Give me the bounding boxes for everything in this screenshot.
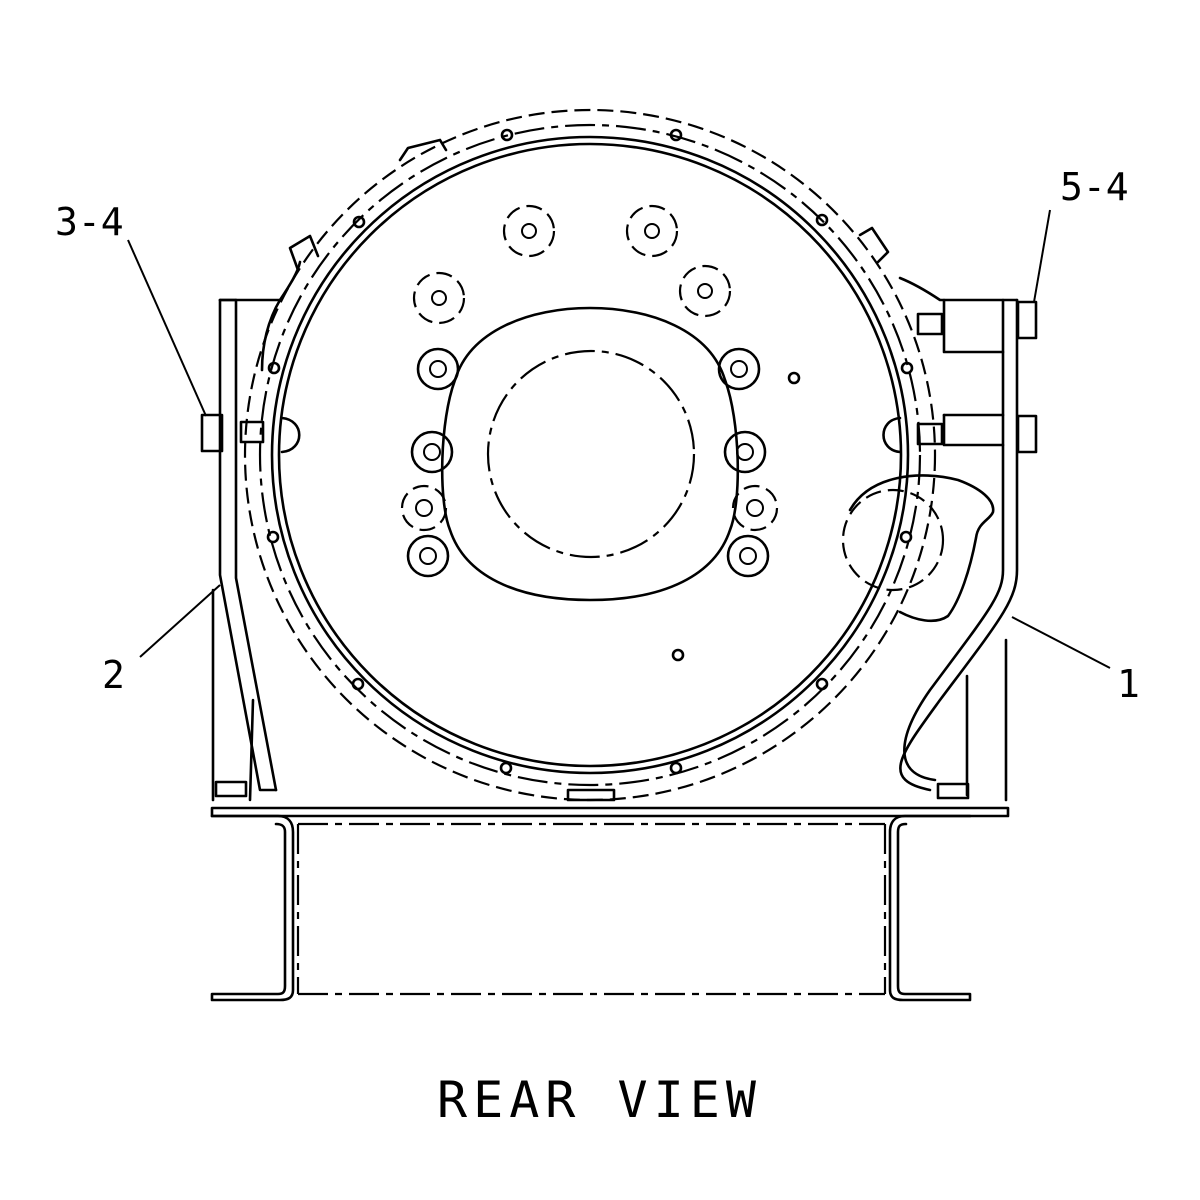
inner-plate [400,306,779,602]
callout-3-4: 3-4 [55,200,124,244]
upper-bosses [412,204,732,325]
callout-5-4: 5-4 [1060,165,1129,209]
callout-1: 1 [1117,662,1140,706]
right-bracket [882,276,1038,802]
rim-bolt-holes [266,128,914,775]
callout-2: 2 [102,653,125,697]
flywheel-housing [243,108,937,802]
left-bracket [200,260,302,802]
view-title: REAR VIEW [437,1071,762,1129]
base-mount [210,806,1010,1002]
leader-lines [127,209,1111,669]
starter-boss [841,474,995,623]
